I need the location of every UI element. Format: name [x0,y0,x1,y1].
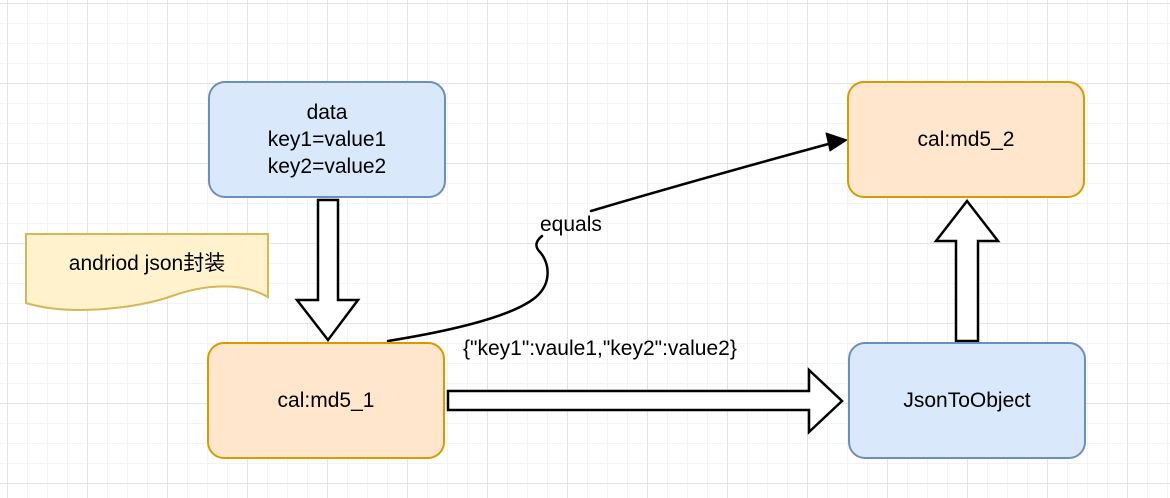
equals-connector-curve-lower[interactable] [386,234,549,343]
node-data-line-1: data [306,101,348,124]
note-label: andriod json封装 [68,252,226,275]
block-arrow-md5-1-to-jsontoobject[interactable] [446,367,844,435]
equals-connector-arrowhead-icon [825,132,848,152]
document-shape-note[interactable] [25,233,269,311]
block-arrow-jsontoobject-to-md5-2[interactable] [933,198,1001,343]
node-cal-md5-2-label: cal:md5_2 [917,128,1015,151]
node-cal-md5-1[interactable]: cal:md5_1 [207,342,445,459]
node-data[interactable]: data key1=value1 key2=value2 [208,81,446,198]
node-cal-md5-1-label: cal:md5_1 [277,389,375,412]
node-data-line-3: key2=value2 [267,155,387,178]
node-cal-md5-2[interactable]: cal:md5_2 [847,81,1085,198]
edge-label-json-payload: {"key1":vaule1,"key2":value2} [463,337,737,360]
node-json-to-object[interactable]: JsonToObject [848,342,1086,459]
edge-label-equals: equals [540,213,602,236]
node-data-line-2: key1=value1 [267,128,387,151]
block-arrow-data-to-md5-1[interactable] [294,198,361,343]
node-json-to-object-label: JsonToObject [903,389,1031,412]
equals-connector-curve-upper[interactable] [589,141,834,213]
